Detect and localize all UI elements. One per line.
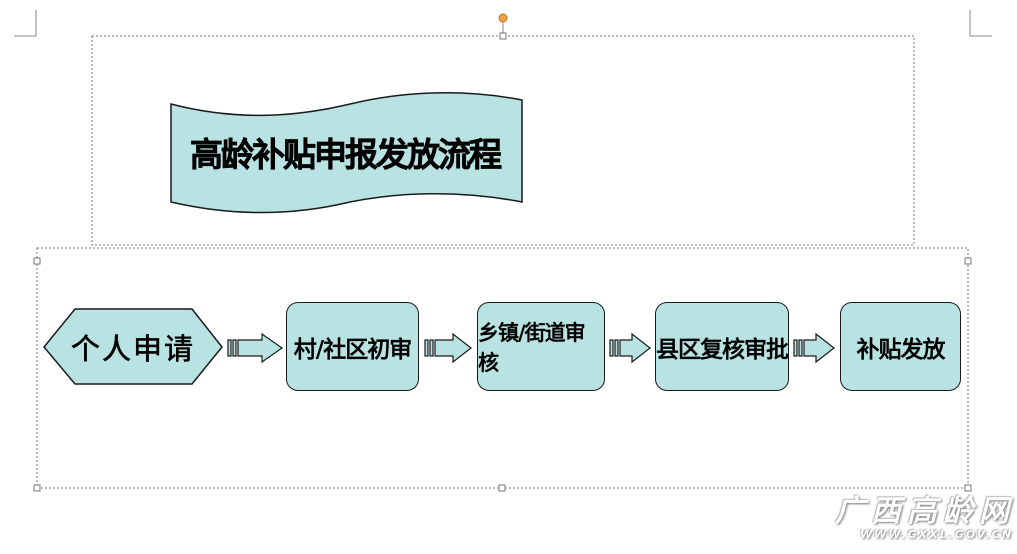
step-label: 乡镇/街道审核 [478, 320, 586, 375]
step-town-review[interactable]: 乡镇/街道审核 [477, 302, 605, 391]
watermark-domain: WWW.GXXL.GOV.CN [860, 528, 1014, 541]
start-label: 个人申请 [70, 332, 195, 367]
start-hexagon[interactable] [43, 308, 223, 385]
resize-handle[interactable] [499, 32, 507, 40]
title-wave-banner[interactable] [170, 92, 523, 214]
flow-arrows [227, 332, 835, 364]
step-county-approval[interactable]: 县区复核审批 [655, 302, 789, 391]
banner-title: 高龄补贴申报发放流程 [190, 135, 503, 175]
watermark-logo: 广西高龄网 [835, 494, 1015, 529]
arrow-2 [424, 332, 472, 364]
rotation-handle[interactable] [498, 13, 508, 23]
arrow-1 [227, 332, 284, 364]
step-subsidy-payout[interactable]: 补贴发放 [840, 302, 961, 391]
title-textbox-frame[interactable] [91, 35, 915, 246]
step-village-review[interactable]: 村/社区初审 [286, 302, 419, 391]
arrow-3 [609, 332, 651, 364]
flow-resize-handles[interactable] [33, 257, 972, 492]
step-label: 补贴发放 [856, 336, 946, 363]
step-label: 县区复核审批 [656, 336, 789, 363]
crop-marks [14, 10, 992, 37]
arrow-4 [793, 332, 835, 364]
step-label: 村/社区初审 [293, 336, 412, 363]
